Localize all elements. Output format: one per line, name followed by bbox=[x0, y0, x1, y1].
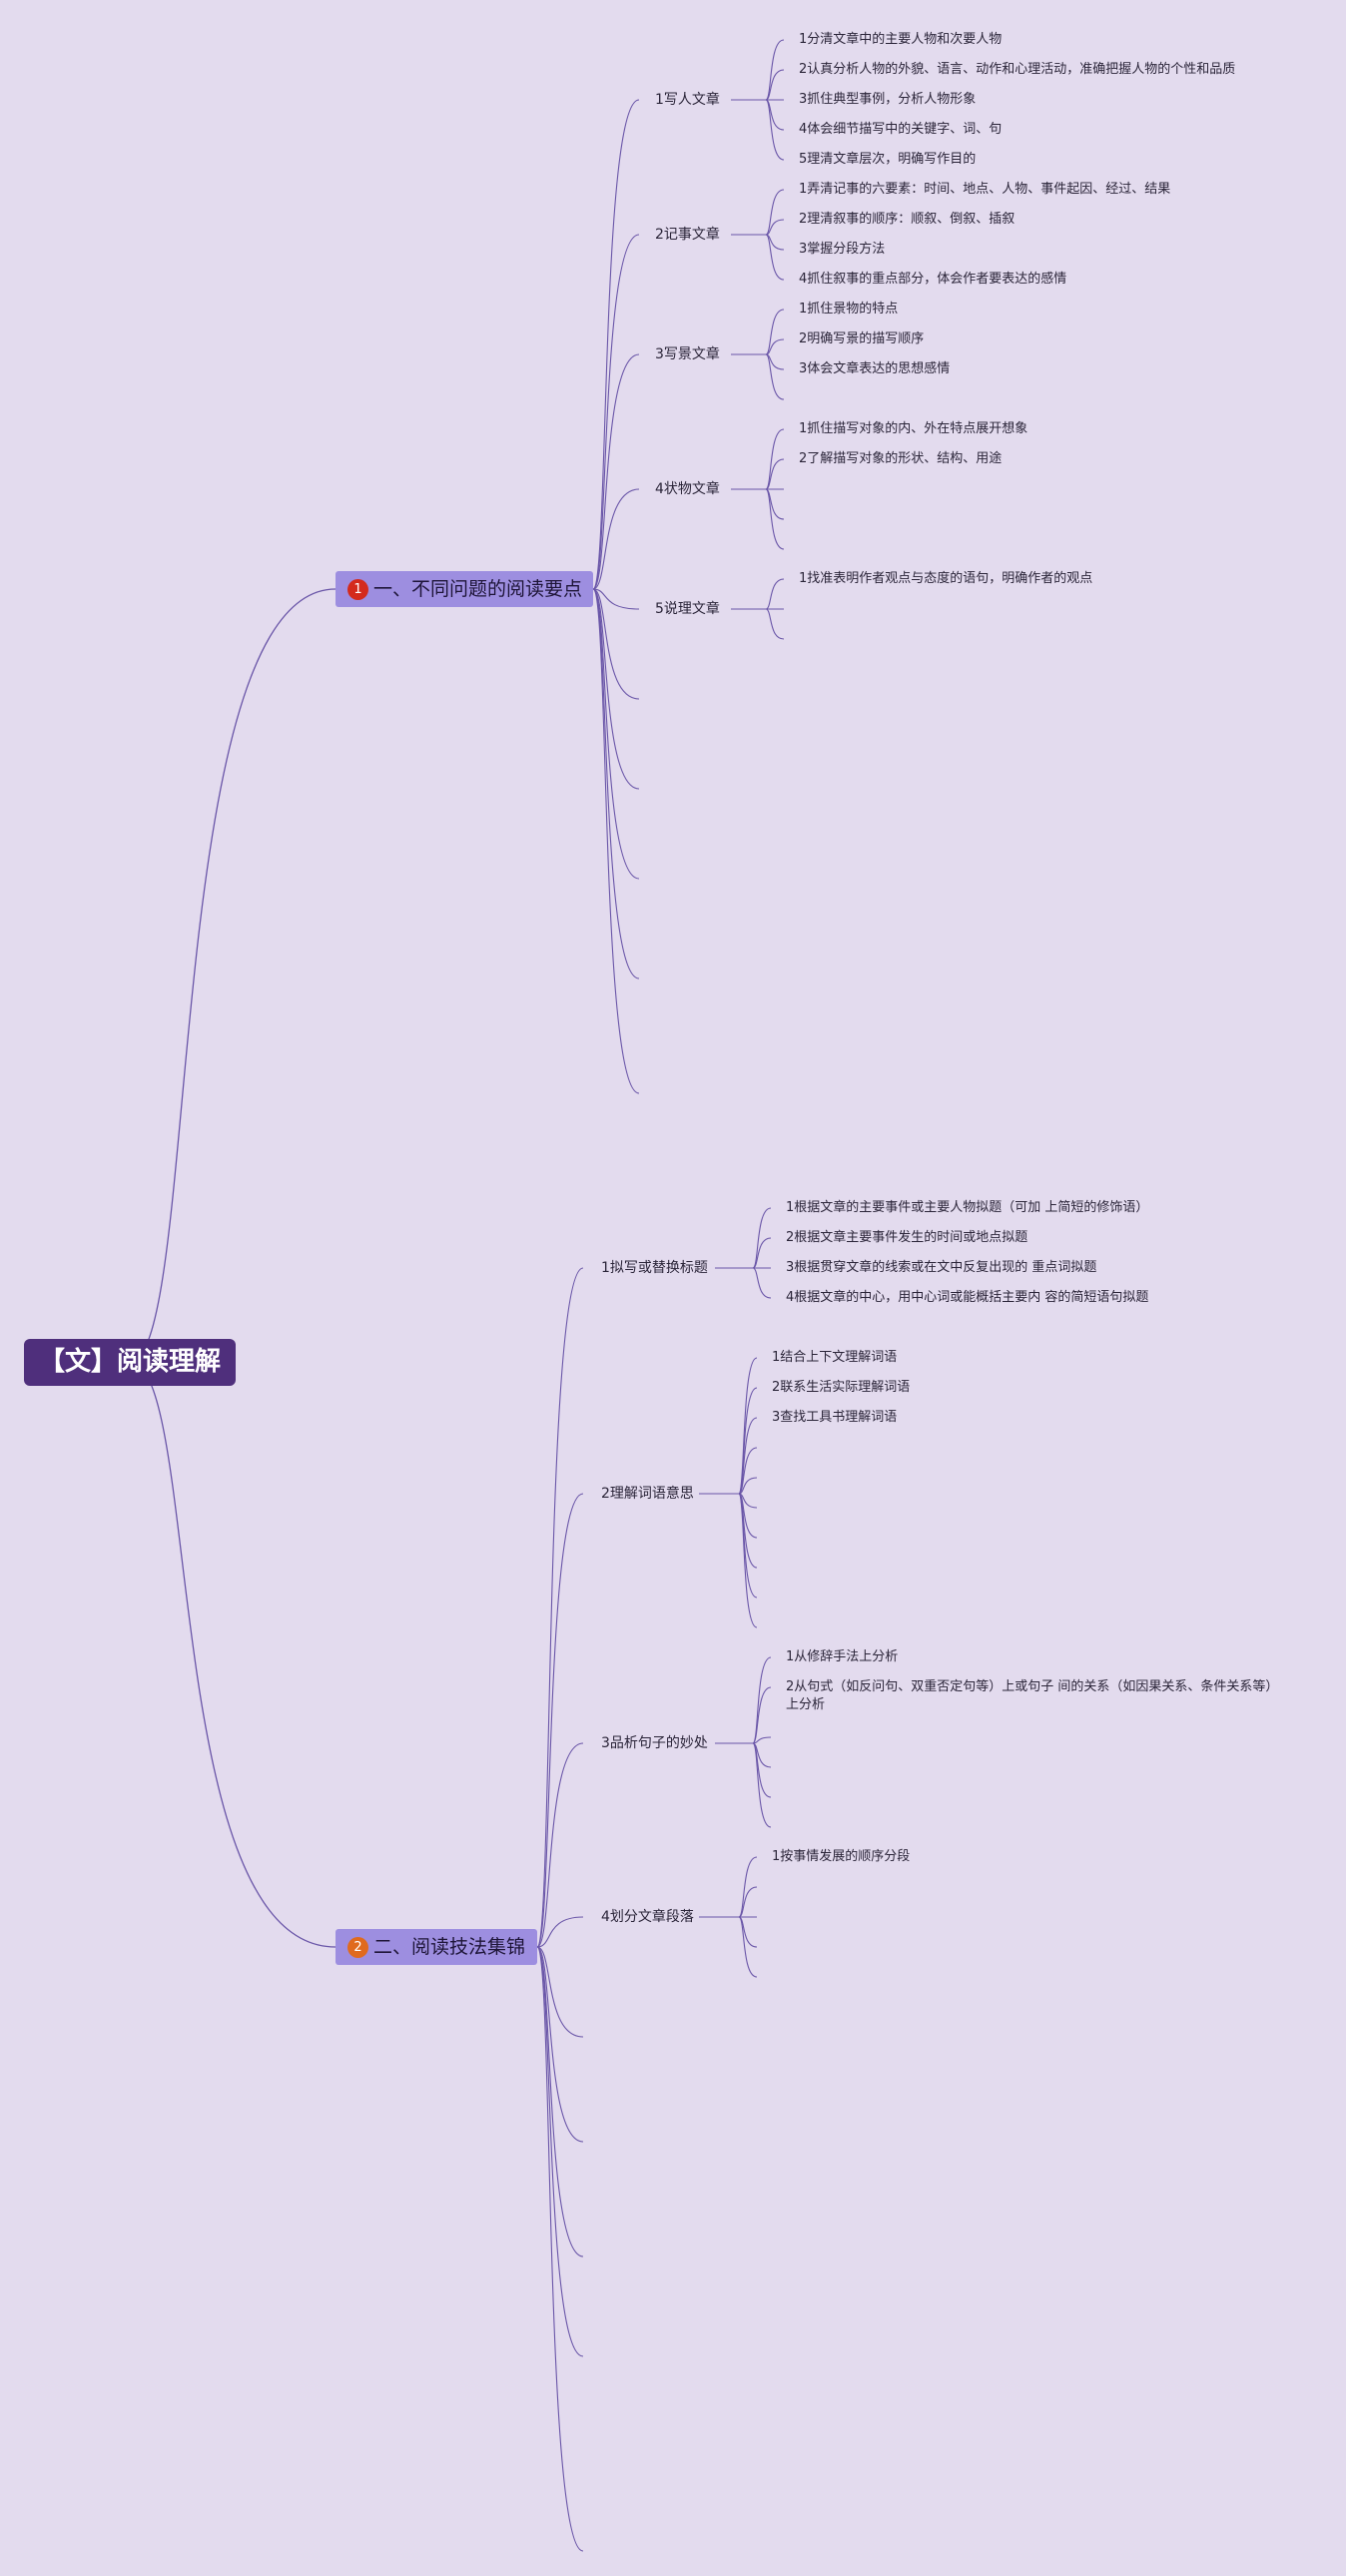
leaf-item[interactable]: 1结合上下文理解词语 bbox=[772, 1350, 898, 1365]
sub-leaf-line bbox=[765, 353, 785, 370]
sub-leaf-line bbox=[765, 219, 785, 236]
leaf-item[interactable]: 2认真分析人物的外貌、语言、动作和心理活动，准确把握人物的个性和品质 bbox=[799, 62, 1236, 77]
sub-leaf-line bbox=[765, 338, 785, 355]
sub-leaf-line bbox=[765, 189, 785, 236]
sub-topic[interactable]: 3写景文章 bbox=[655, 346, 720, 362]
sub-leaf-line bbox=[738, 1447, 758, 1495]
branch-sub-line bbox=[592, 99, 640, 590]
leaf-item[interactable]: 1分清文章中的主要人物和次要人物 bbox=[799, 32, 1003, 47]
leaf-item[interactable]: 2从句式（如反问句、双重否定句等）上或句子 间的关系（如因果关系、条件关系等）上… bbox=[786, 1679, 1272, 1712]
branch-sub-line bbox=[536, 1946, 584, 2357]
sub-leaf-line bbox=[765, 234, 785, 281]
branch-sub-line bbox=[536, 1946, 584, 2143]
leaf-item[interactable]: 4抓住叙事的重点部分，体会作者要表达的感情 bbox=[799, 272, 1067, 287]
sub-leaf-line bbox=[765, 353, 785, 400]
sub-leaf-line bbox=[765, 488, 785, 550]
sub-leaf-line bbox=[752, 1742, 772, 1828]
sub-leaf-line bbox=[765, 608, 785, 640]
root-branch-line bbox=[129, 588, 336, 1363]
sub-leaf-line bbox=[752, 1656, 772, 1744]
branch-sub-line bbox=[592, 588, 640, 1094]
leaf-item[interactable]: 3查找工具书理解词语 bbox=[772, 1410, 898, 1425]
sub-topic[interactable]: 4状物文章 bbox=[655, 481, 720, 497]
sub-topic[interactable]: 1拟写或替换标题 bbox=[601, 1260, 708, 1276]
branch-sub-line bbox=[536, 1493, 584, 1948]
leaf-item[interactable]: 1找准表明作者观点与态度的语句，明确作者的观点 bbox=[799, 571, 1093, 586]
branch-sub-line bbox=[536, 1742, 584, 1948]
leaf-item[interactable]: 1弄清记事的六要素：时间、地点、人物、事件起因、经过、结果 bbox=[799, 182, 1171, 197]
branch-sub-line bbox=[536, 1916, 584, 1948]
branch-sub-line bbox=[592, 588, 640, 700]
branch-sub-line bbox=[536, 1946, 584, 2257]
sub-leaf-line bbox=[752, 1267, 772, 1299]
branch-sub-line bbox=[592, 588, 640, 979]
leaf-item[interactable]: 1抓住景物的特点 bbox=[799, 302, 899, 317]
sub-leaf-line bbox=[738, 1477, 758, 1495]
sub-leaf-line bbox=[752, 1237, 772, 1269]
branch-sub-line bbox=[536, 1946, 584, 2552]
branch-sub-line bbox=[592, 588, 640, 610]
leaf-item[interactable]: 2联系生活实际理解词语 bbox=[772, 1380, 911, 1395]
branch-label: 二、阅读技法集锦 bbox=[373, 1936, 526, 1958]
branch-sub-line bbox=[536, 1946, 584, 2038]
sub-leaf-line bbox=[738, 1886, 758, 1918]
leaf-item[interactable]: 5理清文章层次，明确写作目的 bbox=[799, 152, 977, 167]
sub-leaf-line bbox=[738, 1357, 758, 1495]
branch-sub-line bbox=[592, 353, 640, 590]
branch-sub-line bbox=[592, 234, 640, 590]
sub-topic[interactable]: 4划分文章段落 bbox=[601, 1909, 694, 1925]
leaf-item[interactable]: 3掌握分段方法 bbox=[799, 242, 886, 257]
sub-leaf-line bbox=[765, 234, 785, 251]
branch-sub-line bbox=[536, 1267, 584, 1948]
leaf-item[interactable]: 1按事情发展的顺序分段 bbox=[772, 1849, 911, 1864]
branch-sub-line bbox=[592, 488, 640, 590]
leaf-item[interactable]: 1抓住描写对象的内、外在特点展开想象 bbox=[799, 421, 1028, 436]
leaf-item[interactable]: 3根据贯穿文章的线索或在文中反复出现的 重点词拟题 bbox=[786, 1260, 1097, 1275]
sub-leaf-line bbox=[765, 69, 785, 101]
sub-leaf-line bbox=[765, 458, 785, 490]
leaf-item[interactable]: 1从修辞手法上分析 bbox=[786, 1649, 899, 1664]
sub-topic[interactable]: 2记事文章 bbox=[655, 227, 720, 243]
sub-leaf-line bbox=[752, 1686, 772, 1744]
root-node[interactable]: 【文】阅读理解 bbox=[24, 1339, 236, 1386]
root-branch-line bbox=[129, 1361, 336, 1948]
leaf-item[interactable]: 4根据文章的中心，用中心词或能概括主要内 容的简短语句拟题 bbox=[786, 1290, 1149, 1305]
number-badge-icon: 1 bbox=[347, 579, 368, 600]
leaf-item[interactable]: 2了解描写对象的形状、结构、用途 bbox=[799, 451, 1003, 466]
leaf-item[interactable]: 2理清叙事的顺序：顺叙、倒叙、插叙 bbox=[799, 212, 1015, 227]
branch-sub-line bbox=[592, 588, 640, 790]
sub-topic[interactable]: 1写人文章 bbox=[655, 92, 720, 108]
sub-leaf-line bbox=[765, 99, 785, 161]
leaf-item[interactable]: 3抓住典型事例，分析人物形象 bbox=[799, 92, 977, 107]
sub-topic[interactable]: 5说理文章 bbox=[655, 601, 720, 617]
sub-leaf-line bbox=[765, 578, 785, 610]
number-badge-icon: 2 bbox=[347, 1937, 368, 1958]
leaf-item[interactable]: 1根据文章的主要事件或主要人物拟题（可加 上简短的修饰语） bbox=[786, 1200, 1149, 1215]
sub-leaf-line bbox=[752, 1736, 772, 1744]
leaf-item[interactable]: 3体会文章表达的思想感情 bbox=[799, 361, 951, 376]
sub-leaf-line bbox=[738, 1916, 758, 1978]
leaf-item[interactable]: 4体会细节描写中的关键字、词、句 bbox=[799, 122, 1003, 137]
leaf-item[interactable]: 2根据文章主要事件发生的时间或地点拟题 bbox=[786, 1230, 1028, 1245]
branch-label: 一、不同问题的阅读要点 bbox=[373, 578, 583, 600]
sub-topic[interactable]: 2理解词语意思 bbox=[601, 1486, 694, 1502]
sub-topic[interactable]: 3品析句子的妙处 bbox=[601, 1735, 708, 1751]
sub-leaf-line bbox=[765, 309, 785, 355]
branch-sub-line bbox=[592, 588, 640, 880]
sub-leaf-line bbox=[738, 1493, 758, 1628]
leaf-item[interactable]: 2明确写景的描写顺序 bbox=[799, 331, 925, 346]
